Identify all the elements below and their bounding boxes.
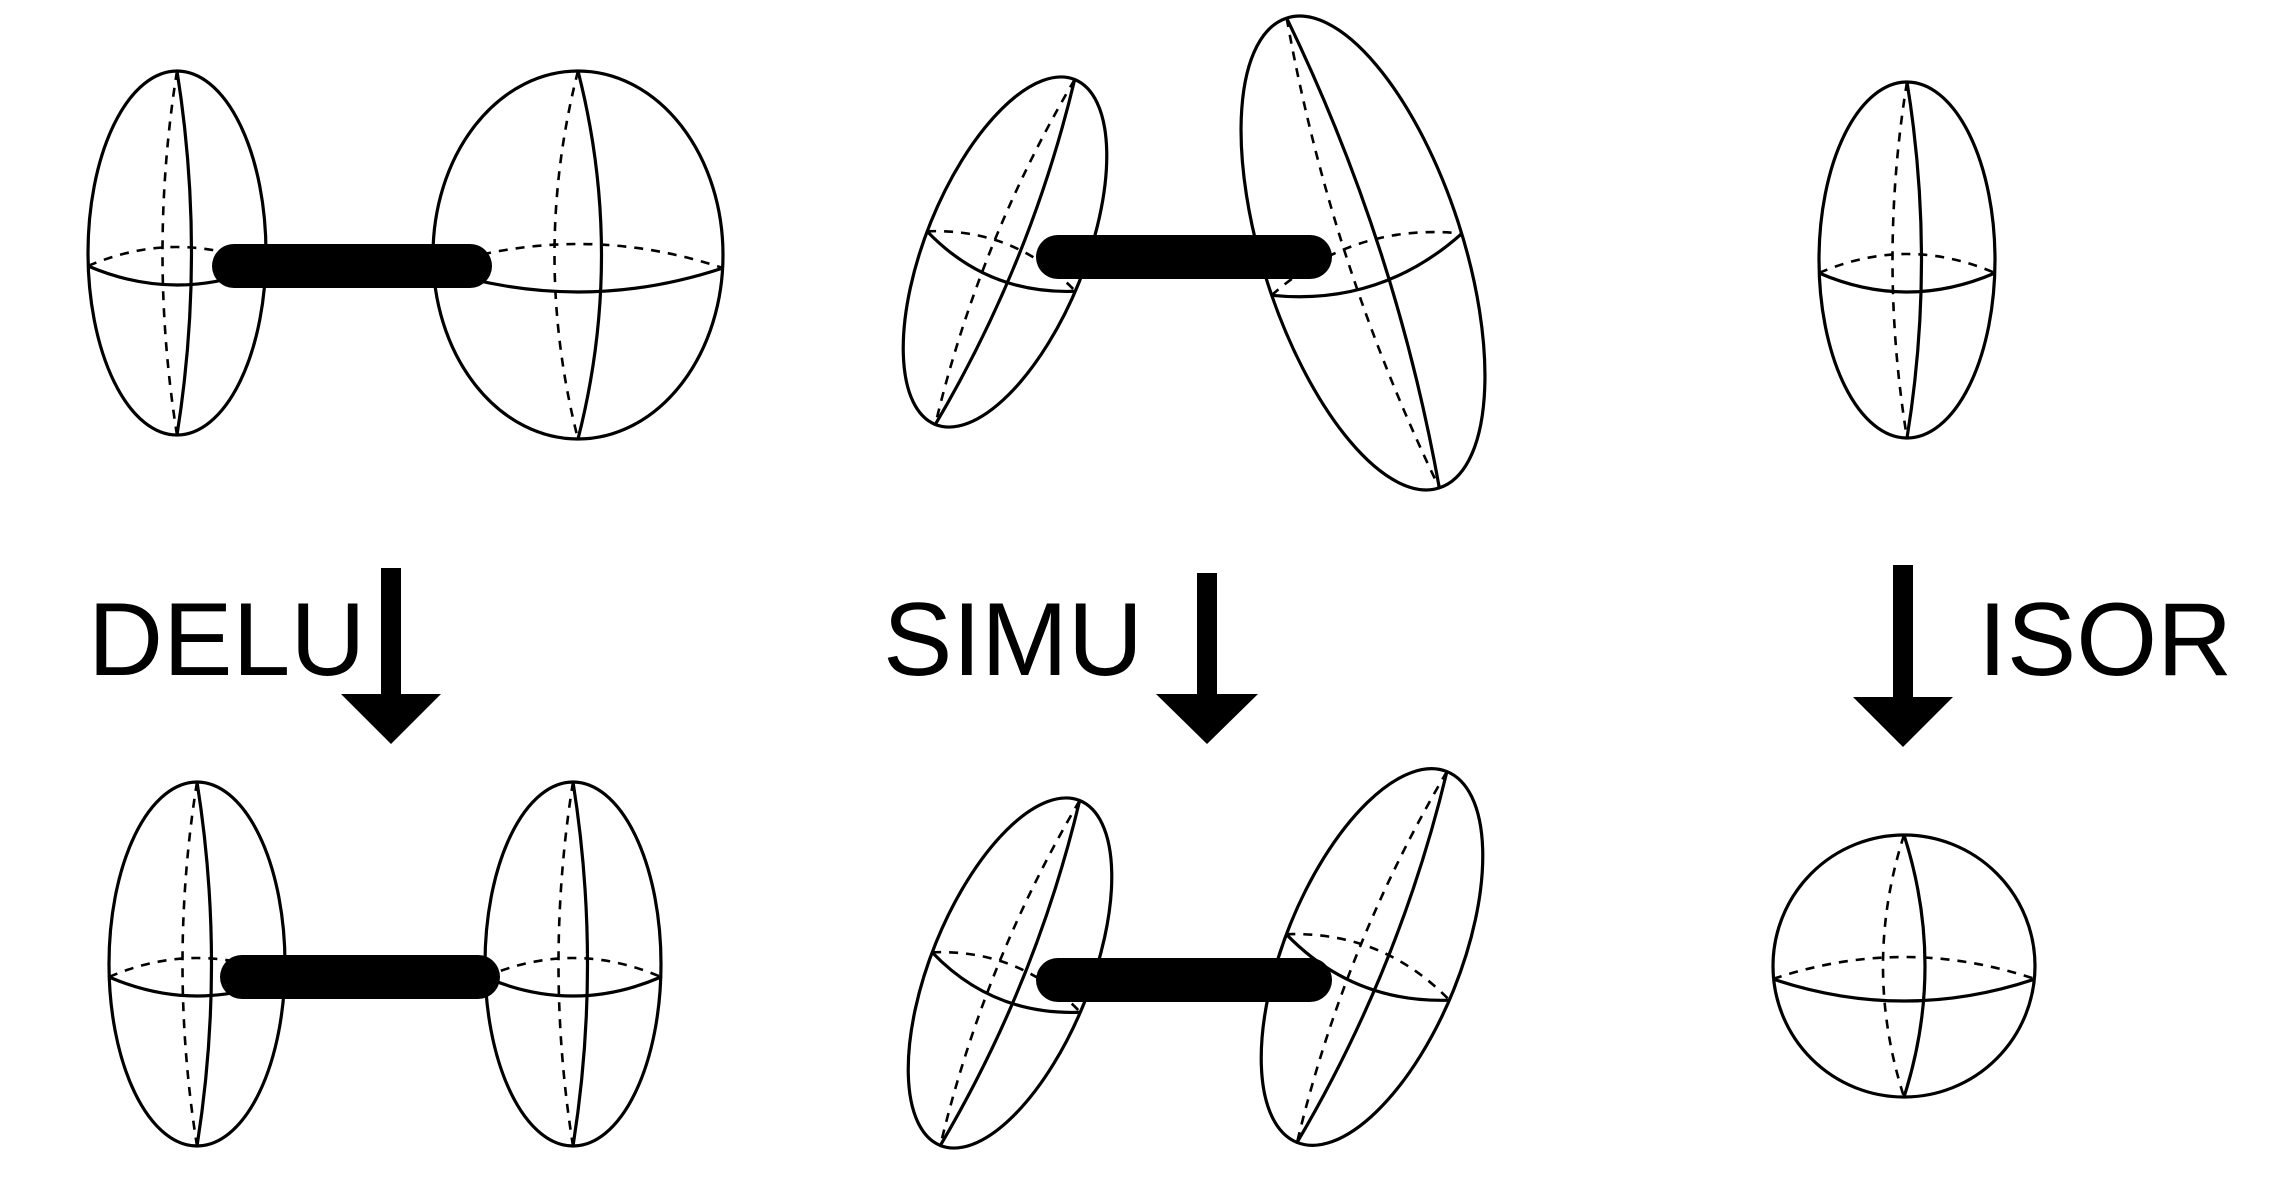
simu-after-left-ellipsoid <box>906 796 1114 1150</box>
delu-after-pair <box>107 780 663 1148</box>
simu-after-right-ellipsoid <box>1259 767 1485 1147</box>
delu-before-pair <box>86 69 725 441</box>
delu-after-right-ellipsoid <box>483 780 663 1148</box>
isor-panel: ISOR <box>1771 80 2232 1099</box>
isor-label: ISOR <box>1978 582 2232 698</box>
simu-before-pair <box>901 14 1487 492</box>
isor-after-sphere <box>1771 833 2037 1099</box>
isor-arrow <box>1853 565 1953 747</box>
simu-after-pair <box>906 767 1485 1150</box>
simu-label: SIMU <box>883 582 1143 698</box>
isor-before-ellipsoid <box>1817 80 1997 440</box>
simu-before-right-ellipsoid <box>1239 14 1487 492</box>
delu-label: DELU <box>88 582 365 698</box>
simu-arrow <box>1156 573 1258 744</box>
delu-panel: DELU <box>86 69 725 1148</box>
simu-panel: SIMU <box>883 14 1487 1150</box>
delu-arrow <box>341 568 441 744</box>
